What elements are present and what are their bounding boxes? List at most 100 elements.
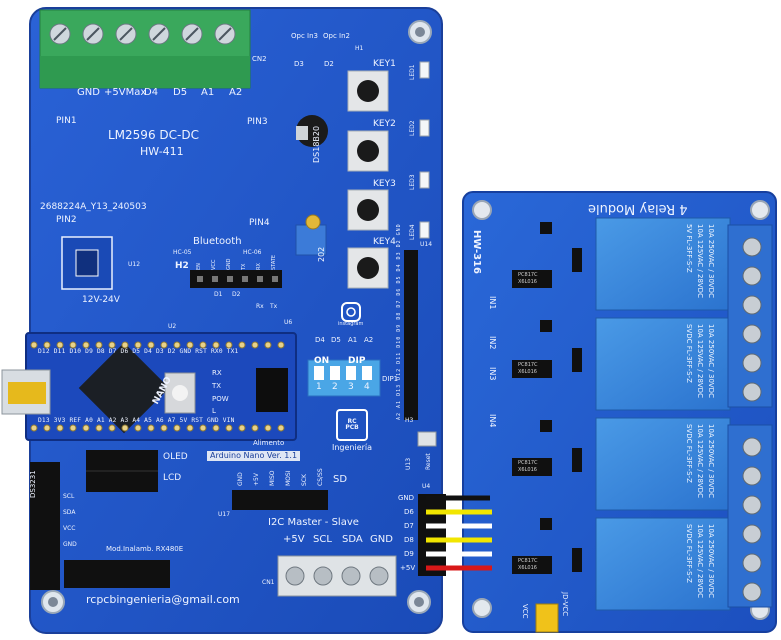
rtc-pin-sda: SDA [63, 509, 76, 516]
alimento-text: Alimento [253, 439, 285, 447]
sd-ref: U17 [218, 511, 231, 518]
bt-header-ref: H2 [175, 261, 189, 271]
ds3231-header [30, 462, 60, 590]
dip-ref: DIP1 [382, 375, 399, 383]
opc-in2-label: Opc In2 [323, 32, 350, 40]
terminal-label-5v: +5VMax [104, 87, 147, 98]
terminal-label-gnd: GND [77, 87, 100, 98]
relay-in2: IN2 [488, 336, 497, 350]
terminal-label-a1: A1 [201, 87, 215, 98]
pin1-label: PIN1 [56, 116, 77, 126]
led1-label: LED1 [409, 64, 416, 80]
arduino-bottom-pins: D13 3V3 REF A0 A1 A2 A3 A4 A5 A6 A7 5V R… [38, 417, 235, 424]
u13-label: U13 [405, 457, 412, 470]
pot-value: 202 [317, 246, 326, 262]
tactile-keys [347, 70, 389, 289]
out-pin-d9: D9 [404, 550, 414, 558]
i2c-title: I2C Master - Slave [268, 517, 359, 528]
oled-label: OLED [163, 452, 188, 462]
out-pin-gnd: GND [398, 494, 415, 502]
rtc-pin-vcc: VCC [63, 525, 76, 532]
i2c-terminal [277, 555, 397, 597]
i2c-ref: CN1 [262, 579, 275, 586]
key1-label: KEY1 [373, 59, 396, 69]
bt-ref-d1: D1 [214, 291, 223, 298]
arduino-pin-rows [30, 341, 285, 432]
relays [595, 217, 731, 611]
terminal-label-d5: D5 [173, 87, 188, 98]
bt-ref-d2: D2 [232, 291, 241, 298]
led4-label: LED4 [409, 224, 416, 240]
relay-in3: IN3 [488, 367, 497, 381]
pin3-label: PIN3 [247, 117, 268, 127]
jack-voltage-label: 12V-24V [82, 295, 120, 305]
vcc-jumper [535, 603, 559, 633]
dcdc-model: HW-411 [140, 145, 184, 158]
bt-model-left: HC-05 [173, 249, 192, 256]
wireless-header [64, 560, 170, 588]
wireless-label: Mod.Inalamb. RX480E [106, 545, 184, 553]
relay-in1: IN1 [488, 296, 497, 310]
sd-pin-gnd: GND [237, 472, 244, 486]
sd-header [232, 490, 328, 510]
dip-on-label: ON [314, 356, 330, 366]
i2c-pin-gnd: GND [370, 534, 393, 545]
brand-name: Ingeniería [332, 443, 373, 452]
bt-pin-en: EN [196, 263, 202, 270]
pin2-label: PIN2 [56, 215, 77, 225]
dip-top-a2: A2 [364, 336, 374, 344]
sd-pin-cs: CS/SS [317, 468, 324, 486]
key4-label: KEY4 [373, 237, 396, 247]
opc-in3-label: Opc In3 [291, 32, 318, 40]
u2-label: U2 [168, 323, 177, 330]
terminal-ref: CN2 [252, 55, 267, 63]
u6-label: U6 [284, 319, 293, 326]
out-pin-d7: D7 [404, 522, 414, 530]
sd-pin-5v: +5V [253, 473, 260, 486]
jumper-wires [426, 495, 492, 571]
output-header [418, 494, 446, 576]
dcdc-title: LM2596 DC-DC [108, 128, 199, 142]
pin4-label: PIN4 [249, 218, 270, 228]
sd-pin-miso: MISO [269, 470, 276, 486]
arduino-led-pow: POW [212, 395, 229, 403]
led2-label: LED2 [409, 120, 416, 136]
leds [419, 61, 430, 239]
side-pin-labels: A2 A1 D13 D12 D11 D10 D9 D8 D7 D6 D5 D4 … [396, 223, 402, 420]
serial-number: 2688224A_Y13_240503 [40, 202, 147, 212]
brand-logo-text: RC PCB [345, 418, 359, 431]
relay-terminals [727, 224, 773, 608]
u12-label: U12 [128, 261, 141, 268]
rtc-pin-scl: SCL [63, 493, 75, 500]
h1-label: H1 [355, 45, 364, 52]
tx-label: Tx [270, 303, 278, 310]
bt-model-right: HC-06 [243, 249, 262, 256]
arduino-top-pins: D12 D11 D10 D9 D8 D7 D6 D5 D4 D3 D2 GND … [38, 348, 239, 355]
sd-label: SD [333, 474, 348, 485]
dip-num-2: 2 [332, 382, 338, 392]
dip-top-a1: A1 [348, 336, 358, 344]
u14-label: U14 [420, 241, 433, 248]
bt-pin-state: STATE [271, 254, 277, 270]
key3-label: KEY3 [373, 179, 396, 189]
side-pin-header [404, 250, 418, 420]
dip-top-d5: D5 [331, 336, 341, 344]
arduino-label: Arduino Nano Ver. 1.1 [207, 451, 301, 461]
reset-label: Reset [425, 453, 432, 470]
optocouplers [512, 270, 552, 574]
i2c-pin-scl: SCL [313, 534, 332, 545]
i2c-pin-sda: SDA [342, 534, 363, 545]
arduino-nano [1, 332, 297, 441]
rx-label: Rx [256, 303, 264, 310]
bluetooth-title: Bluetooth [193, 236, 242, 247]
d3-label: D3 [294, 60, 304, 68]
